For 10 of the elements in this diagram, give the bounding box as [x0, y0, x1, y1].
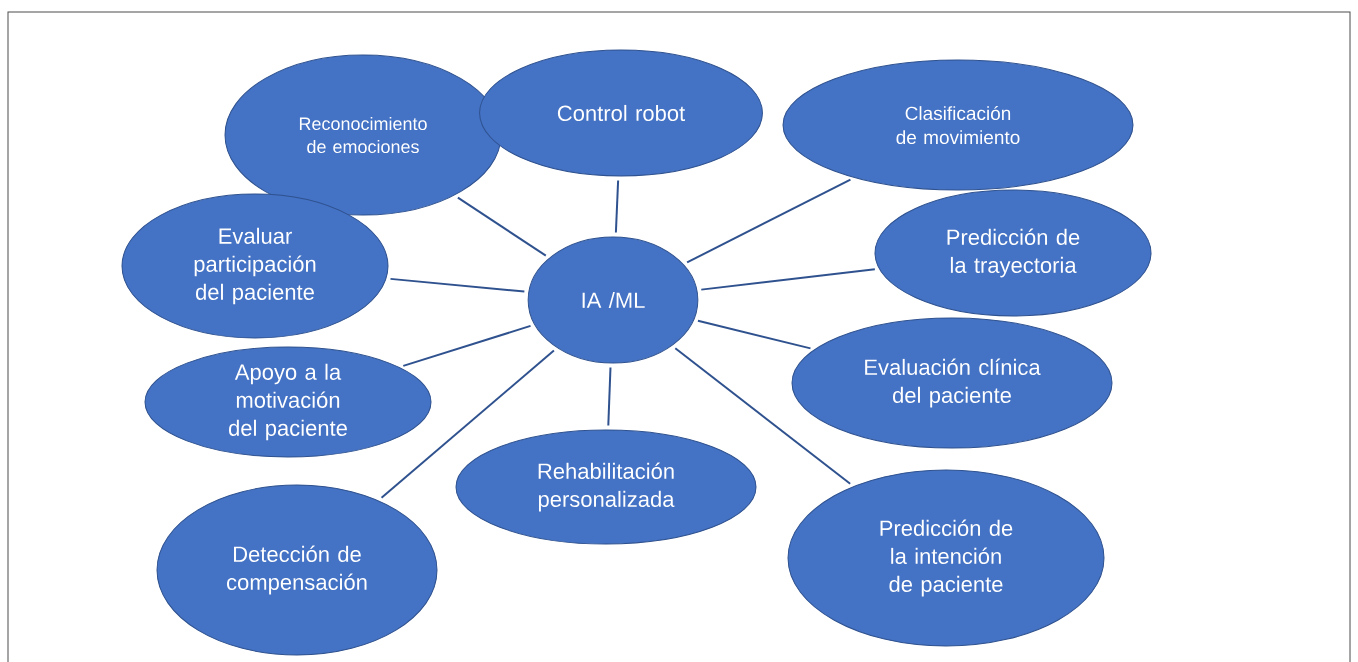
- connector-line: [614, 179, 620, 234]
- connector-line: [700, 268, 876, 291]
- connector-line: [389, 277, 526, 293]
- connector-line: [607, 366, 612, 427]
- connector-line: [674, 347, 852, 485]
- connector-line: [696, 319, 812, 350]
- connector-line: [456, 196, 547, 257]
- connector-line: [686, 178, 852, 264]
- connector-line: [402, 324, 532, 367]
- connector-line: [380, 349, 555, 499]
